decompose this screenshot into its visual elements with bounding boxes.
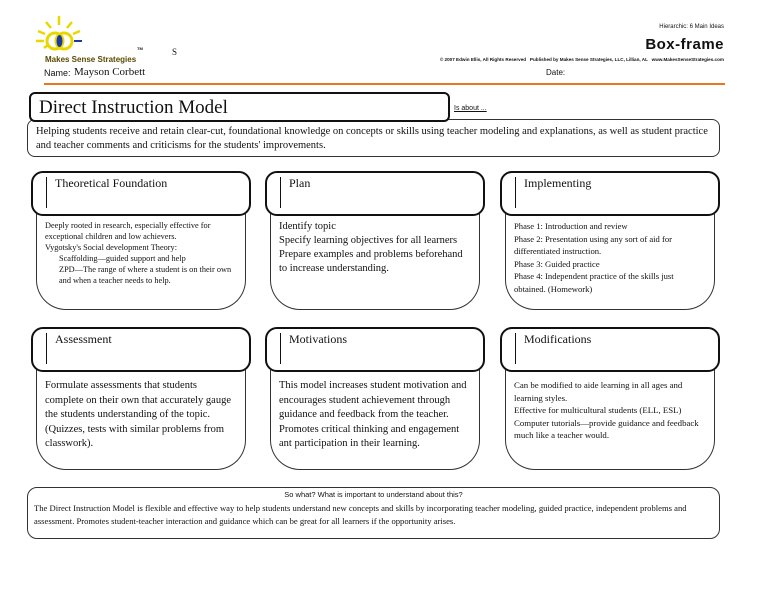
- date-label: Date:: [546, 68, 566, 77]
- box-line: Prepare examples and problems beforehand…: [279, 249, 463, 274]
- box-line: Can be modified to aide learning in all …: [514, 380, 683, 403]
- box-line: Formulate assessments that students comp…: [45, 380, 232, 449]
- so-what-box[interactable]: So what? What is important to understand…: [27, 487, 720, 539]
- stray-letter: S: [172, 47, 178, 57]
- box-label: Plan: [289, 176, 311, 190]
- copyright-line: © 2007 Edwin Ellis, All Rights Reserved …: [439, 57, 724, 62]
- box-header-assessment: Assessment: [31, 327, 251, 372]
- box-line: Phase 3: Guided practice: [514, 258, 600, 269]
- is-about-text[interactable]: Helping students receive and retain clea…: [36, 126, 708, 151]
- box-label: Assessment: [55, 332, 112, 346]
- logo-text: Makes Sense Strategies: [45, 55, 137, 64]
- box-body-plan[interactable]: Identify topic Specify learning objectiv…: [270, 214, 480, 310]
- box-body-modifications[interactable]: Can be modified to aide learning in all …: [505, 370, 715, 470]
- box-header-modifications: Modifications: [500, 327, 720, 372]
- box-line: Scaffolding—guided support and help: [59, 254, 186, 263]
- box-label: Implementing: [524, 176, 592, 190]
- box-line: Phase 4: Independent practice of the ski…: [514, 271, 674, 294]
- logo-sun-icon: [36, 16, 82, 51]
- box-body-assessment[interactable]: Formulate assessments that students comp…: [36, 370, 246, 470]
- name-label: Name:: [44, 68, 71, 78]
- box-label: Theoretical Foundation: [55, 176, 168, 190]
- box-header-motivations: Motivations: [265, 327, 485, 372]
- box-label: Motivations: [289, 332, 348, 346]
- box-header-implementing: Implementing: [500, 171, 720, 216]
- box-line: Phase 1: Introduction and review: [514, 221, 628, 231]
- topic-title-box[interactable]: Direct Instruction Model: [29, 92, 450, 122]
- box-line: ZPD—The range of where a student is on t…: [59, 265, 232, 285]
- so-what-text: The Direct Instruction Model is flexible…: [34, 503, 687, 526]
- form-title: Box-frame: [645, 36, 724, 53]
- box-label: Modifications: [524, 332, 592, 346]
- box-line: Effective for multicultural students (EL…: [514, 405, 682, 415]
- box-line: Phase 2: Presentation using any sort of …: [514, 233, 673, 257]
- box-header-theoretical-foundation: Theoretical Foundation: [31, 171, 251, 216]
- box-line: This model increases student motivation …: [279, 380, 467, 449]
- box-line: Computer tutorials—provide guidance and …: [514, 417, 699, 441]
- box-body-implementing[interactable]: Phase 1: Introduction and review Phase 2…: [505, 214, 715, 310]
- is-about-box: Helping students receive and retain clea…: [27, 119, 720, 157]
- box-line: Specify learning objectives for all lear…: [279, 235, 458, 246]
- box-line: Identify topic: [279, 221, 336, 232]
- box-line: Vygotsky's Social development Theory:: [45, 243, 178, 252]
- box-body-motivations[interactable]: This model increases student motivation …: [270, 370, 480, 470]
- box-body-theoretical-foundation[interactable]: Deeply rooted in research, especially ef…: [36, 214, 246, 310]
- so-what-label: So what? What is important to understand…: [284, 490, 463, 499]
- topic-title: Direct Instruction Model: [39, 97, 228, 118]
- box-line: Deeply rooted in research, especially ef…: [45, 221, 211, 241]
- hierarchic-label: Hierarchic: 6 Main Ideas: [659, 24, 724, 30]
- header-divider: [44, 83, 725, 85]
- name-field[interactable]: Mayson Corbett: [74, 66, 146, 78]
- box-header-plan: Plan: [265, 171, 485, 216]
- trademark: TM: [137, 46, 143, 51]
- is-about-label: Is about ...: [454, 105, 487, 112]
